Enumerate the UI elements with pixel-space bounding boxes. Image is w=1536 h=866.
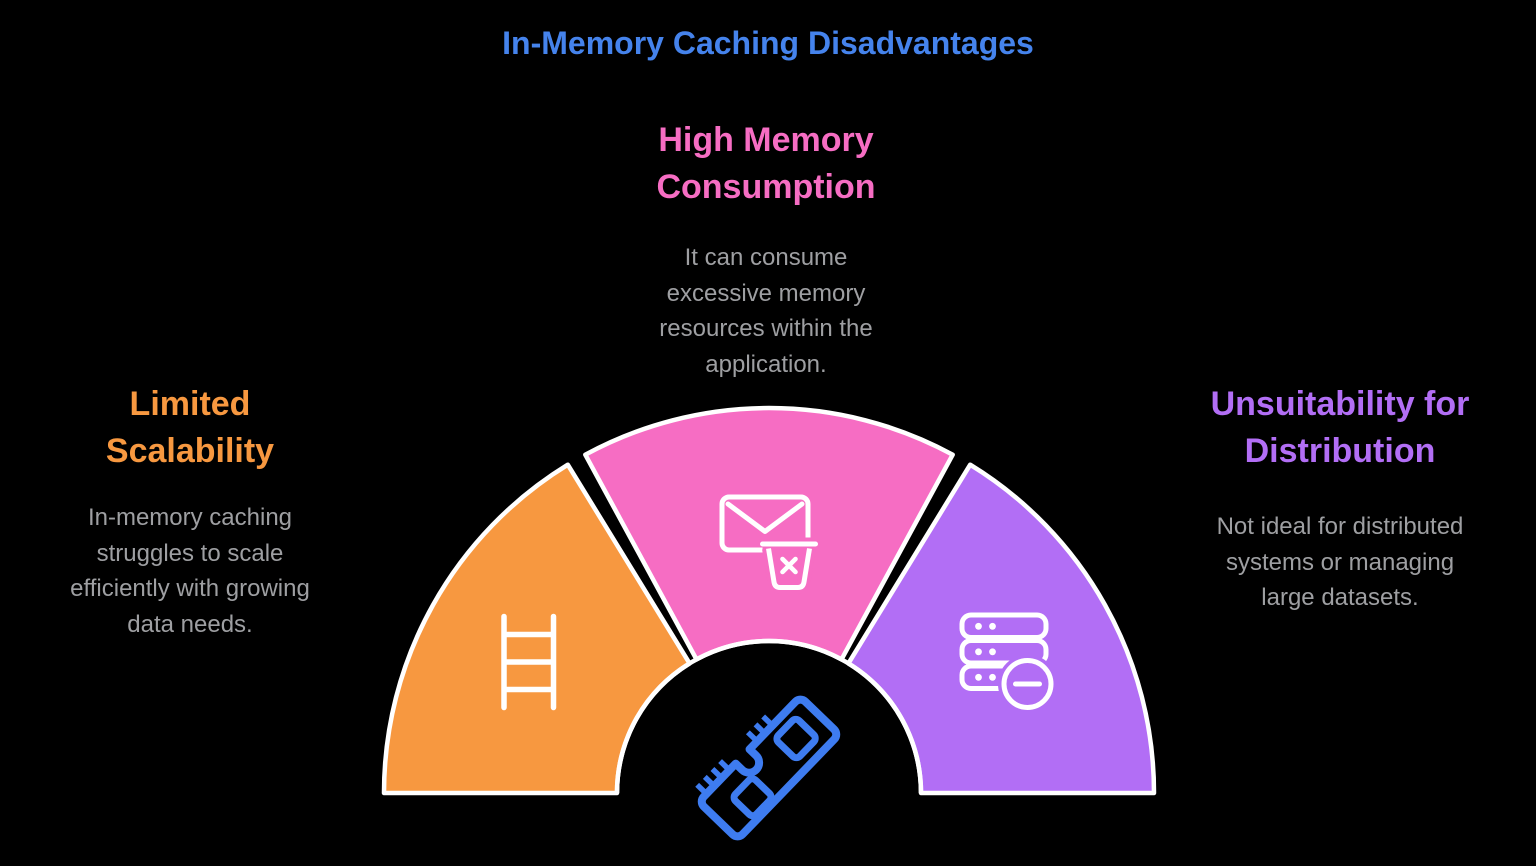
memory-pins xyxy=(695,714,775,796)
section-description-high-memory-consumption: It can consume excessive memory resource… xyxy=(659,244,873,378)
inner-arc-outline xyxy=(614,638,924,794)
memory-chip xyxy=(730,775,775,820)
section-heading-high-memory-consumption: High Memory Consumption xyxy=(656,121,876,206)
memory-module-icon xyxy=(695,695,841,841)
memory-chip xyxy=(773,715,819,762)
section-description-unsuitability-for-distribution: Not ideal for distributed systems or man… xyxy=(1216,513,1464,611)
section-heading-limited-scalability: Limited Scalability xyxy=(105,385,275,470)
database-minus-icon xyxy=(959,612,1057,714)
page-title: In-Memory Caching Disadvantages xyxy=(502,25,1034,61)
envelope-trash-icon xyxy=(719,494,818,594)
ladder-icon xyxy=(501,613,557,711)
section-heading-unsuitability-for-distribution: Unsuitability for Distribution xyxy=(1210,385,1470,470)
trash-x-mark xyxy=(780,556,798,575)
section-description-limited-scalability: In-memory caching struggles to scale eff… xyxy=(70,504,310,638)
